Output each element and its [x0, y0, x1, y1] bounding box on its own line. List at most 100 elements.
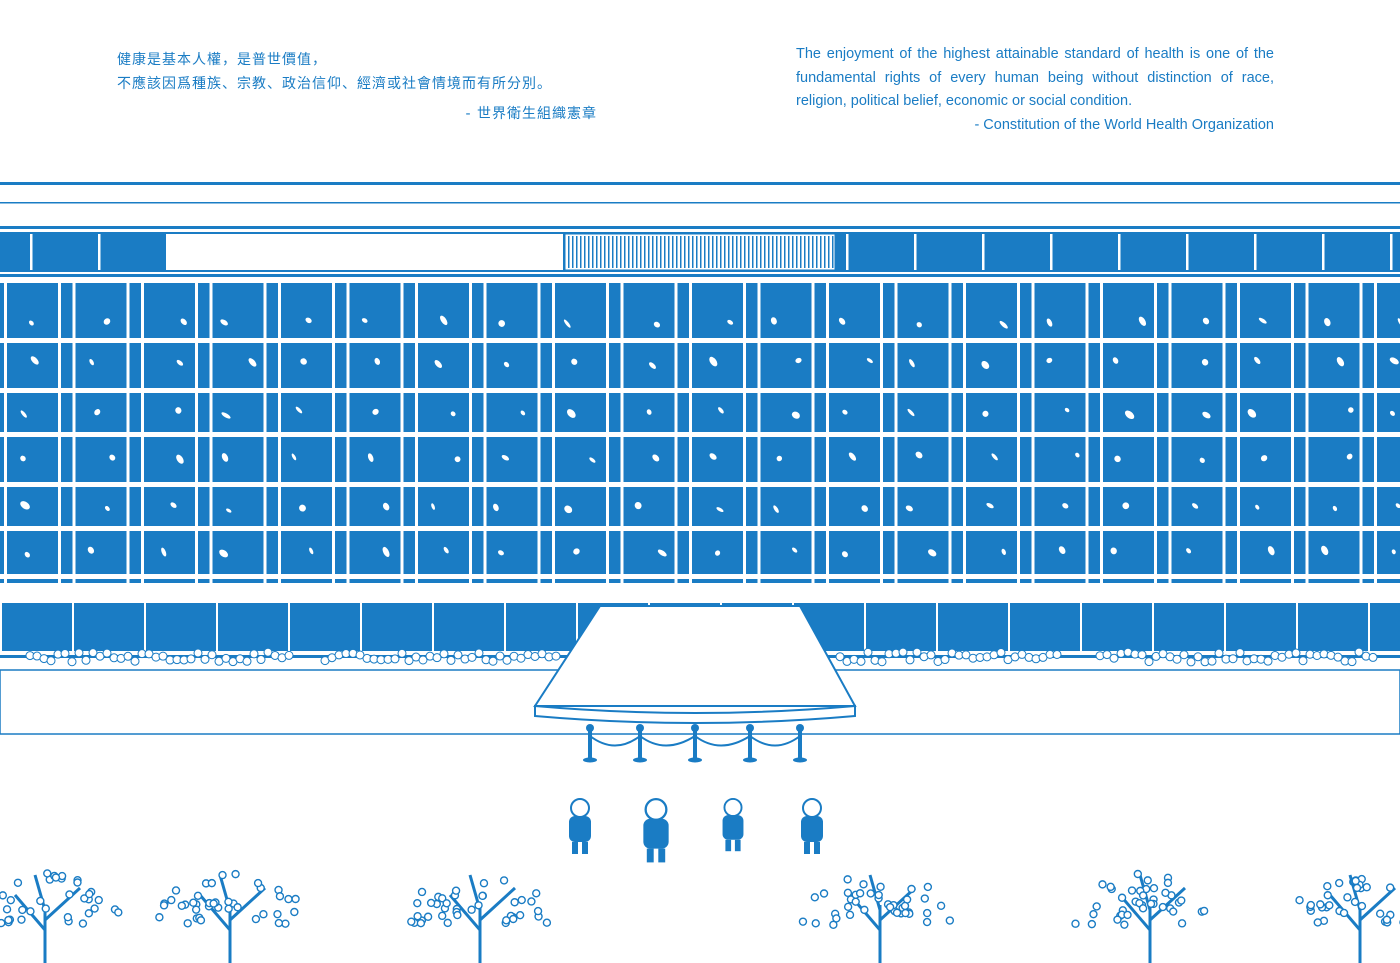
- roof-line-thin: [0, 202, 1400, 204]
- tree-leaf: [1117, 893, 1127, 902]
- window-reflection: [716, 507, 724, 513]
- tree-leaf: [193, 891, 203, 901]
- tree-leaf: [866, 889, 875, 898]
- person-figure: [801, 798, 823, 854]
- tree-leaf: [6, 895, 16, 905]
- facade-mullion: [469, 283, 472, 583]
- tree-leaf: [85, 889, 94, 899]
- ground-mullion: [360, 603, 362, 651]
- hedge-leaf: [123, 651, 133, 661]
- window-reflection: [1260, 455, 1268, 462]
- hedge-leaf: [158, 651, 168, 661]
- tree-leaf: [1339, 908, 1349, 918]
- window-reflection: [20, 501, 30, 510]
- tree-leaf: [810, 893, 820, 902]
- stanchion-cap: [586, 724, 594, 732]
- ground-mullion: [0, 603, 2, 651]
- tree-leaf: [442, 899, 451, 908]
- screen-stripe: [816, 236, 818, 268]
- tree-leaf: [159, 901, 169, 910]
- tree-leaf: [416, 918, 426, 928]
- hedge-leaf: [249, 649, 259, 659]
- hedge-leaf: [905, 655, 915, 665]
- window-reflection: [1395, 503, 1400, 509]
- window-reflection: [709, 453, 717, 460]
- tree-leaf: [1146, 899, 1156, 908]
- tree-leaf: [63, 913, 73, 922]
- screen-stripe: [676, 236, 678, 268]
- tree-leaf: [515, 910, 525, 920]
- screen-stripe: [820, 236, 822, 268]
- hedge-leaf: [1052, 649, 1062, 659]
- window-reflection: [657, 549, 667, 557]
- tree-leaf: [1089, 909, 1098, 919]
- window-reflection: [1192, 503, 1199, 509]
- ground-mullion: [144, 603, 146, 651]
- hedge-leaf: [102, 648, 112, 658]
- facade-mullion: [126, 283, 130, 583]
- tree-leaf: [290, 907, 299, 917]
- person-leg: [572, 842, 578, 854]
- tree-leaf: [231, 869, 240, 879]
- tree-leaf: [155, 913, 164, 922]
- tree-leaf: [114, 908, 123, 917]
- tree-leaf: [900, 901, 910, 911]
- tree-leaf: [423, 912, 433, 921]
- tree-leaf: [26, 907, 35, 916]
- tree-leaf: [18, 905, 27, 915]
- tree-leaf: [78, 919, 88, 928]
- facade-mullion: [1359, 283, 1363, 583]
- screen-stripe: [680, 236, 682, 268]
- ground-mullion: [1152, 603, 1154, 651]
- window-reflection: [709, 356, 718, 367]
- ground-mullion: [72, 603, 74, 651]
- window-reflection: [367, 453, 374, 462]
- hedge-leaf: [1354, 647, 1364, 657]
- window-reflection: [1397, 318, 1400, 327]
- stanchion-base: [633, 757, 647, 763]
- facade-mullion: [537, 283, 541, 583]
- tree-leaf: [13, 878, 23, 887]
- facade-mullion: [1237, 283, 1240, 583]
- tree-leaf: [407, 917, 416, 926]
- window-reflection: [842, 409, 848, 415]
- window-reflection: [1255, 504, 1260, 510]
- hedge-leaf: [60, 648, 70, 658]
- window-reflection: [905, 505, 913, 512]
- floor-band: [0, 388, 1400, 393]
- facade-mullion: [278, 283, 281, 583]
- hedge-leaf: [474, 648, 484, 658]
- tree-leaf: [945, 916, 955, 925]
- person-body: [643, 818, 669, 849]
- person-head: [644, 798, 668, 821]
- tree-leaf: [1325, 901, 1334, 910]
- tree-leaf: [819, 889, 829, 898]
- tree-leaf: [253, 878, 263, 888]
- screen-stripe: [596, 236, 598, 268]
- hedge-leaf: [1228, 654, 1238, 664]
- window-reflection: [1110, 547, 1117, 555]
- tree-leaf: [43, 869, 52, 878]
- window-reflection: [1202, 411, 1211, 419]
- person-leg: [646, 848, 654, 863]
- tree-leaf: [438, 911, 447, 921]
- hedge-leaf: [193, 648, 203, 658]
- tree-leaf: [426, 898, 436, 908]
- tree: [0, 869, 123, 963]
- stanchion-post: [798, 728, 802, 758]
- tree-leaf: [1351, 876, 1360, 886]
- window-reflection: [493, 503, 499, 512]
- screen-stripe: [788, 236, 790, 268]
- screen-stripe: [804, 236, 806, 268]
- tree-leaf: [94, 895, 103, 905]
- screen-stripe: [704, 236, 706, 268]
- window-reflection: [24, 551, 30, 558]
- hedge-leaf: [1137, 650, 1147, 660]
- tree-leaf: [1161, 888, 1170, 898]
- facade-mullion: [209, 283, 213, 583]
- top-window-mullion: [166, 234, 169, 270]
- facade-mullion: [674, 283, 678, 583]
- window-reflection: [180, 318, 187, 326]
- facade-mullion: [4, 283, 7, 583]
- window-reflection: [309, 547, 314, 555]
